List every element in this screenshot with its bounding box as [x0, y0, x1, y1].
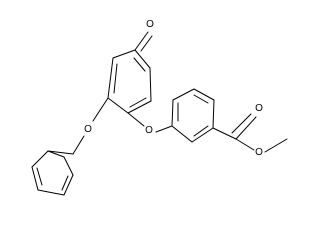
bond-ring-a-to-ether-o [92, 97, 109, 122]
molecule-drawing: O O O O O [31, 19, 288, 196]
bond-ch2-to-phenyl [47, 150, 74, 155]
bond-ring-c-inner-2 [61, 175, 69, 191]
atom-label-aldehyde-oxygen: O [146, 19, 154, 30]
bond-ring-c-2 [31, 166, 39, 191]
bond-ring-b-inner-1 [193, 125, 209, 137]
bond-ring-b-4 [193, 88, 215, 101]
bond-ring-a-inner-1 [113, 63, 118, 94]
atom-label-ester-carbonyl-oxygen: O [255, 103, 263, 114]
bond-ring-c-1 [31, 150, 49, 168]
atom-labels: O O O O O [84, 19, 263, 158]
bond-ring-a-inner-2 [129, 97, 147, 108]
bond-ring-c-3 [37, 189, 65, 196]
atom-label-ether-oxygen-left: O [84, 124, 92, 135]
bond-carbonyl-c-to-alkoxy-o [235, 138, 255, 151]
bond-ring-c-5 [63, 156, 74, 176]
chemical-structure-canvas: O O O O O [31, 19, 288, 196]
bond-ring-c-inner-1 [36, 167, 43, 186]
bond-ring-a-1 [112, 49, 136, 59]
bond-ring-b-inner-2 [193, 94, 209, 104]
atom-label-ether-oxygen-right: O [145, 125, 153, 136]
bond-ring-a-2 [107, 57, 114, 99]
bond-ring-c-6 [47, 150, 65, 158]
bond-ring-a-6 [134, 49, 151, 69]
bond-aldehyde-co-single [134, 31, 149, 51]
bond-lines [31, 31, 288, 196]
bond-ring-a-3 [107, 97, 129, 114]
bond-ring-c-4 [63, 174, 74, 196]
bond-ring-b-3 [212, 99, 215, 129]
bond-ring-b-5 [172, 88, 195, 101]
bond-ring-b-to-carbonyl-c [212, 127, 237, 140]
bond-ring-a-to-ether-o2 [127, 112, 145, 127]
atom-label-ester-alkoxy-oxygen: O [255, 147, 263, 158]
bond-alkoxy-o-to-methyl [264, 138, 288, 153]
bond-ring-b-6 [171, 99, 174, 127]
bond-ether-o2-to-ring-b [155, 125, 173, 133]
bond-ring-b-1 [171, 125, 193, 143]
bond-ether-o-to-ch2 [72, 135, 85, 155]
bond-carbonyl-co-single [235, 116, 257, 140]
bond-ring-b-2 [191, 127, 214, 143]
bond-aldehyde-co-double [140, 35, 153, 52]
bond-ring-a-inner-3 [133, 57, 146, 72]
bond-ring-a-5 [149, 67, 152, 102]
bond-carbonyl-co-double [231, 113, 252, 134]
bond-ring-a-4 [127, 100, 152, 114]
